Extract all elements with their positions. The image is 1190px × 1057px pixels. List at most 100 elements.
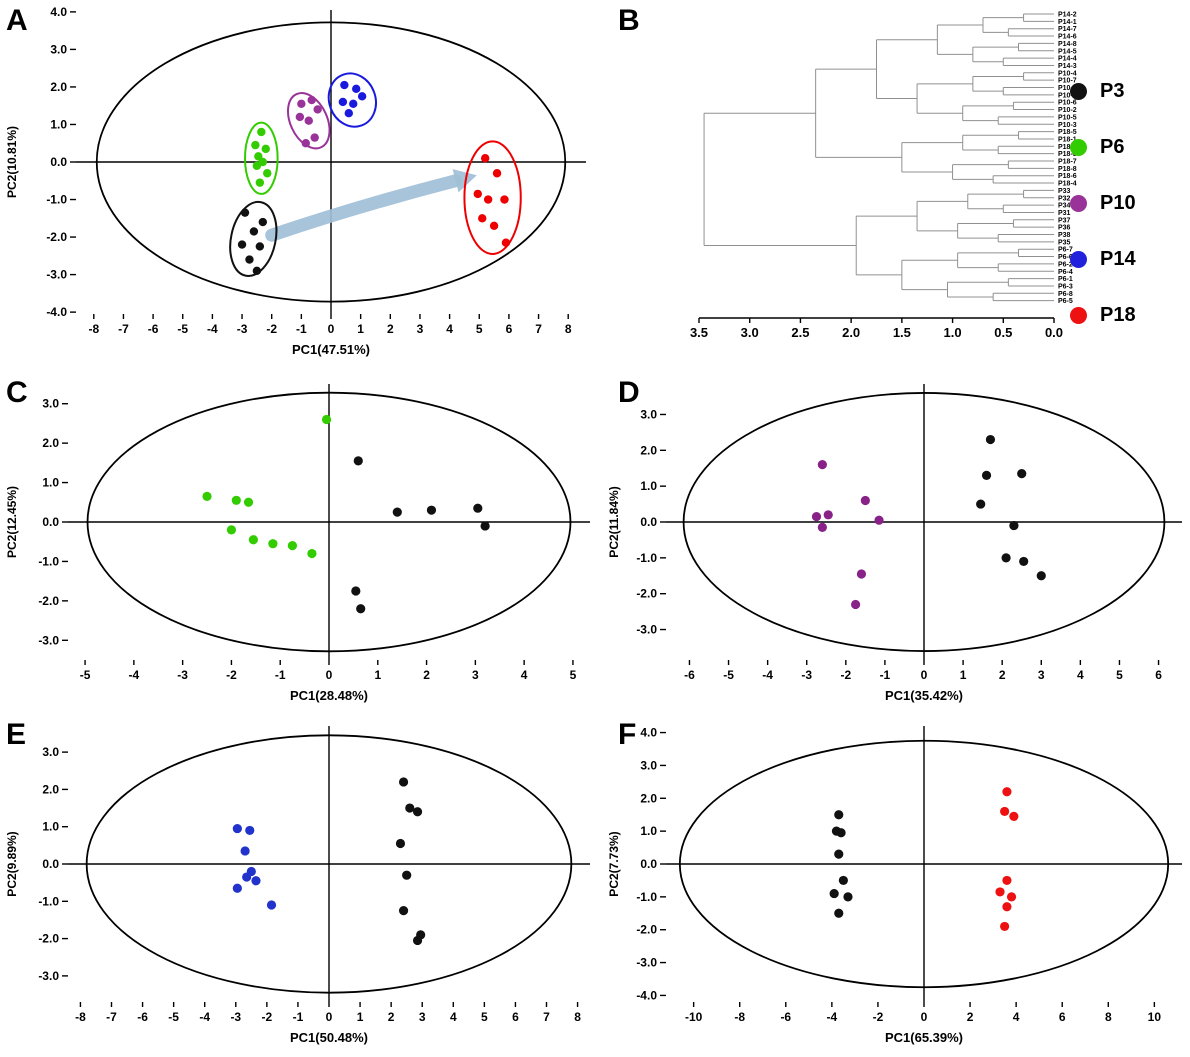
legend-dot-P6: [1070, 139, 1087, 156]
svg-text:-2.0: -2.0: [38, 932, 59, 946]
svg-text:4: 4: [450, 1010, 457, 1024]
svg-text:-3: -3: [237, 322, 248, 336]
svg-text:P36: P36: [1058, 225, 1071, 232]
svg-text:2.0: 2.0: [842, 325, 860, 340]
svg-text:0: 0: [326, 1010, 333, 1024]
svg-text:P6-2: P6-2: [1058, 261, 1073, 268]
svg-text:-4.0: -4.0: [636, 988, 657, 1002]
svg-text:-1: -1: [880, 668, 891, 682]
svg-text:3.0: 3.0: [640, 407, 657, 421]
svg-text:2.5: 2.5: [791, 325, 809, 340]
svg-text:2.0: 2.0: [640, 791, 657, 805]
svg-text:4: 4: [446, 322, 453, 336]
svg-text:-6: -6: [148, 322, 159, 336]
svg-text:-2.0: -2.0: [38, 594, 59, 608]
svg-text:P37: P37: [1058, 217, 1071, 224]
svg-text:PC1(35.42%): PC1(35.42%): [885, 688, 963, 703]
svg-text:P18-6: P18-6: [1058, 173, 1077, 180]
svg-text:3.0: 3.0: [741, 325, 759, 340]
svg-text:1.5: 1.5: [893, 325, 911, 340]
svg-text:P18-2: P18-2: [1058, 144, 1077, 151]
svg-text:P10-5: P10-5: [1058, 114, 1077, 121]
svg-text:0: 0: [328, 322, 335, 336]
svg-text:1.0: 1.0: [640, 479, 657, 493]
svg-text:3: 3: [1038, 668, 1045, 682]
svg-text:P14-2: P14-2: [1058, 12, 1077, 19]
svg-text:-6: -6: [780, 1010, 791, 1024]
svg-text:8: 8: [1105, 1010, 1112, 1024]
svg-text:-4.0: -4.0: [46, 305, 67, 319]
svg-text:5: 5: [476, 322, 483, 336]
svg-text:8: 8: [565, 322, 572, 336]
svg-text:4: 4: [1013, 1010, 1020, 1024]
svg-text:-2.0: -2.0: [636, 923, 657, 937]
svg-text:1.0: 1.0: [42, 476, 59, 490]
legend-label-P10: P10: [1100, 192, 1136, 214]
svg-text:-8: -8: [75, 1010, 86, 1024]
svg-text:0.0: 0.0: [640, 515, 657, 529]
svg-text:PC1(47.51%): PC1(47.51%): [292, 342, 370, 357]
svg-text:P33: P33: [1058, 188, 1071, 195]
svg-text:PC2(9.89%): PC2(9.89%): [5, 831, 19, 896]
svg-text:-4: -4: [129, 668, 140, 682]
svg-text:PC2(7.73%): PC2(7.73%): [607, 831, 621, 896]
svg-text:1.0: 1.0: [50, 117, 67, 131]
svg-text:-3: -3: [230, 1010, 241, 1024]
svg-text:P38: P38: [1058, 232, 1071, 239]
svg-text:-5: -5: [168, 1010, 179, 1024]
svg-text:P14-7: P14-7: [1058, 26, 1077, 33]
svg-text:P6-7: P6-7: [1058, 247, 1073, 254]
svg-text:-3: -3: [801, 668, 812, 682]
svg-text:P18-4: P18-4: [1058, 181, 1077, 188]
svg-text:-3.0: -3.0: [636, 623, 657, 637]
svg-text:3: 3: [417, 322, 424, 336]
svg-text:-1: -1: [296, 322, 307, 336]
svg-text:P6-3: P6-3: [1058, 283, 1073, 290]
svg-text:PC1(28.48%): PC1(28.48%): [290, 688, 368, 703]
svg-text:3: 3: [419, 1010, 426, 1024]
svg-text:PC2(10.81%): PC2(10.81%): [5, 126, 19, 198]
svg-text:6: 6: [1059, 1010, 1066, 1024]
panel-letter-c: C: [6, 376, 28, 409]
svg-text:P18-5: P18-5: [1058, 129, 1077, 136]
svg-text:PC2(12.45%): PC2(12.45%): [5, 486, 19, 558]
svg-text:P10-8: P10-8: [1058, 92, 1077, 99]
svg-text:0.0: 0.0: [1045, 325, 1063, 340]
legend-item-P3: P3: [1070, 80, 1136, 103]
svg-text:PC1(50.48%): PC1(50.48%): [290, 1030, 368, 1045]
svg-text:-6: -6: [684, 668, 695, 682]
svg-text:P32: P32: [1058, 195, 1071, 202]
svg-text:3.0: 3.0: [640, 758, 657, 772]
svg-text:5: 5: [481, 1010, 488, 1024]
svg-text:P6-6: P6-6: [1058, 254, 1073, 261]
svg-text:5: 5: [1116, 668, 1123, 682]
legend-label-P18: P18: [1100, 304, 1136, 326]
svg-text:3.5: 3.5: [690, 325, 708, 340]
svg-text:P6-4: P6-4: [1058, 269, 1073, 276]
svg-text:7: 7: [535, 322, 542, 336]
svg-text:P31: P31: [1058, 210, 1071, 217]
svg-text:P6-5: P6-5: [1058, 298, 1073, 305]
svg-text:P10-3: P10-3: [1058, 122, 1077, 129]
svg-text:P10-2: P10-2: [1058, 107, 1077, 114]
svg-text:-1.0: -1.0: [46, 193, 67, 207]
svg-text:-7: -7: [118, 322, 129, 336]
svg-text:P14-6: P14-6: [1058, 34, 1077, 41]
svg-text:-6: -6: [137, 1010, 148, 1024]
panel-letter-d: D: [618, 376, 640, 409]
svg-text:-7: -7: [106, 1010, 117, 1024]
svg-text:2.0: 2.0: [42, 436, 59, 450]
svg-text:10: 10: [1148, 1010, 1162, 1024]
svg-text:6: 6: [1155, 668, 1162, 682]
svg-text:1.0: 1.0: [42, 820, 59, 834]
svg-text:2.0: 2.0: [42, 782, 59, 796]
svg-text:P10-6: P10-6: [1058, 100, 1077, 107]
svg-text:P14-1: P14-1: [1058, 19, 1077, 26]
legend-item-P10: P10: [1070, 192, 1136, 215]
svg-text:P6-1: P6-1: [1058, 276, 1073, 283]
